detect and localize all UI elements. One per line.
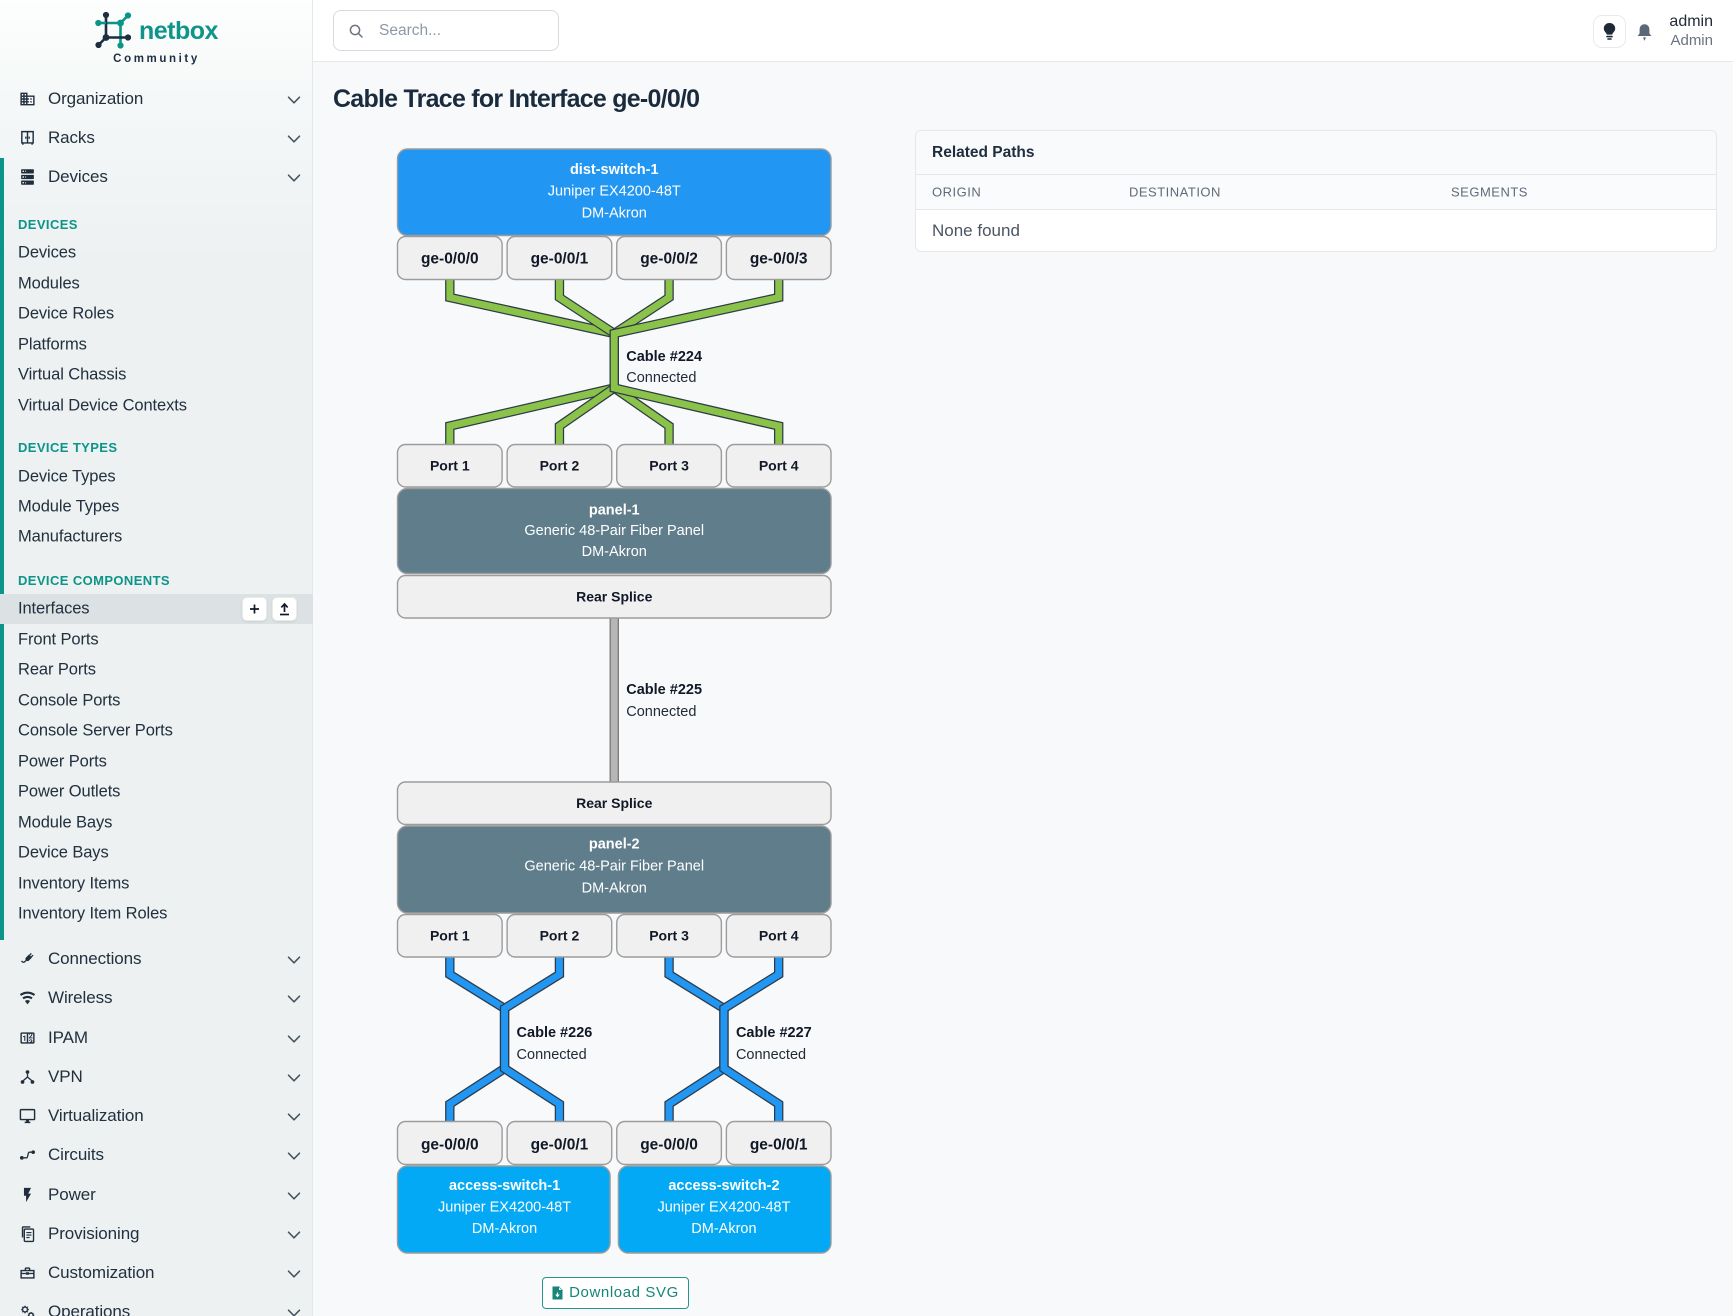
- svg-text:Cable #225: Cable #225: [626, 682, 702, 698]
- svg-text:Port 1: Port 1: [430, 928, 470, 944]
- svg-text:Port 1: Port 1: [430, 458, 470, 474]
- svg-text:DM-Akron: DM-Akron: [582, 205, 647, 221]
- svg-text:Cable #224: Cable #224: [626, 349, 702, 365]
- svg-text:Port 3: Port 3: [649, 928, 689, 944]
- svg-text:ge-0/0/2: ge-0/0/2: [640, 251, 698, 268]
- svg-text:DM-Akron: DM-Akron: [472, 1221, 537, 1237]
- svg-text:Connected: Connected: [626, 370, 696, 386]
- svg-text:Generic 48-Pair Fiber Panel: Generic 48-Pair Fiber Panel: [524, 523, 704, 539]
- svg-text:panel-2: panel-2: [589, 837, 640, 853]
- svg-text:Juniper EX4200-48T: Juniper EX4200-48T: [548, 184, 681, 200]
- svg-text:Juniper EX4200-48T: Juniper EX4200-48T: [438, 1200, 571, 1216]
- svg-text:access-switch-1: access-switch-1: [449, 1178, 560, 1194]
- svg-text:ge-0/0/0: ge-0/0/0: [640, 1137, 698, 1154]
- svg-text:Port 2: Port 2: [540, 928, 580, 944]
- svg-text:Connected: Connected: [626, 704, 696, 720]
- svg-text:ge-0/0/0: ge-0/0/0: [421, 1137, 479, 1154]
- svg-text:Port 4: Port 4: [759, 458, 799, 474]
- svg-text:Rear Splice: Rear Splice: [576, 589, 652, 605]
- svg-text:DM-Akron: DM-Akron: [691, 1221, 756, 1237]
- svg-text:ge-0/0/0: ge-0/0/0: [421, 251, 479, 268]
- svg-text:Port 3: Port 3: [649, 458, 689, 474]
- svg-text:Generic 48-Pair Fiber Panel: Generic 48-Pair Fiber Panel: [524, 859, 704, 875]
- svg-text:ge-0/0/1: ge-0/0/1: [750, 1137, 808, 1154]
- svg-text:ge-0/0/1: ge-0/0/1: [531, 251, 589, 268]
- svg-text:Port 4: Port 4: [759, 928, 799, 944]
- svg-text:Connected: Connected: [736, 1047, 806, 1063]
- svg-text:Cable #227: Cable #227: [736, 1025, 812, 1041]
- svg-text:ge-0/0/1: ge-0/0/1: [531, 1137, 589, 1154]
- svg-text:DM-Akron: DM-Akron: [582, 880, 647, 896]
- svg-text:Rear Splice: Rear Splice: [576, 795, 652, 811]
- svg-text:access-switch-2: access-switch-2: [668, 1178, 779, 1194]
- svg-text:dist-switch-1: dist-switch-1: [570, 162, 659, 178]
- svg-text:DM-Akron: DM-Akron: [582, 544, 647, 560]
- svg-text:panel-1: panel-1: [589, 502, 640, 518]
- svg-text:Juniper EX4200-48T: Juniper EX4200-48T: [657, 1200, 790, 1216]
- svg-text:Cable #226: Cable #226: [517, 1025, 593, 1041]
- svg-text:Port 2: Port 2: [540, 458, 580, 474]
- svg-text:Connected: Connected: [517, 1047, 587, 1063]
- svg-text:ge-0/0/3: ge-0/0/3: [750, 251, 808, 268]
